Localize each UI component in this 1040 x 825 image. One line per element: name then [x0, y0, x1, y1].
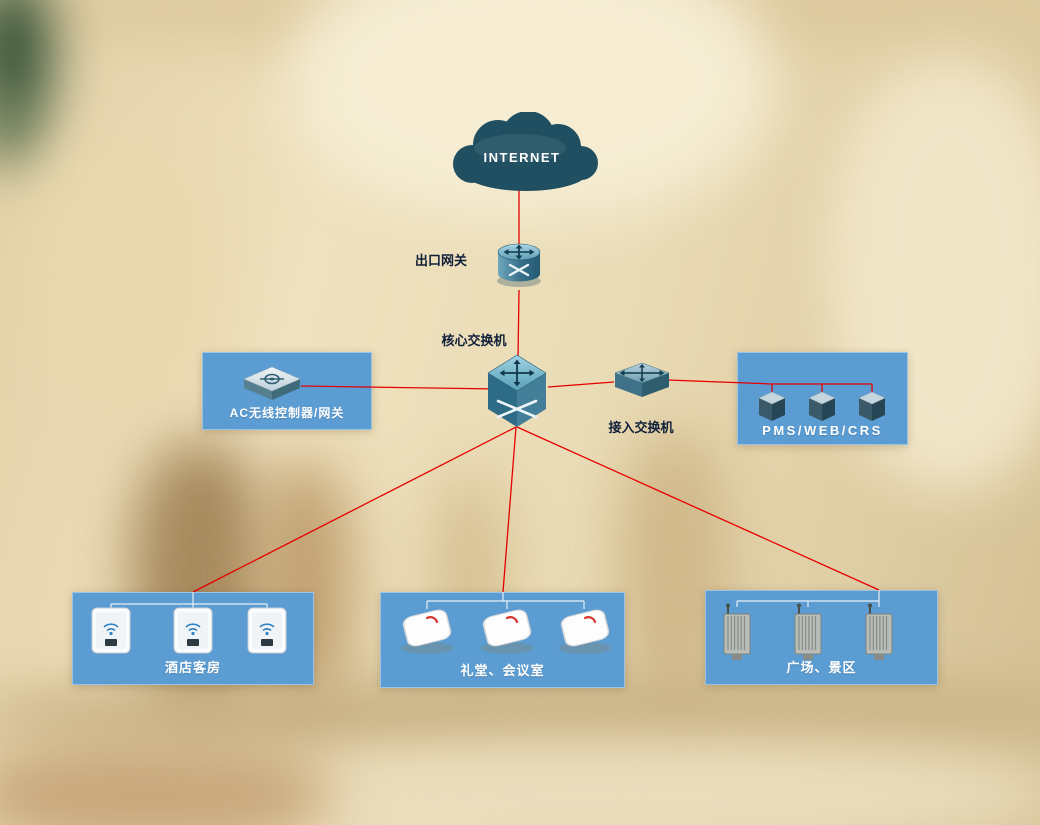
server-icon [808, 391, 836, 421]
router-icon [497, 243, 541, 287]
server-icon [758, 391, 786, 421]
access-switch-icon [614, 362, 670, 397]
background-blob [0, 95, 30, 165]
background-blob [40, 150, 220, 410]
wall-ap-icon [173, 607, 213, 654]
outdoor-ap-icon [794, 603, 822, 660]
access-switch-label: 接入交换机 [608, 420, 674, 435]
servers-label: PMS/WEB/CRS [762, 423, 883, 438]
ac-controller-label: AC无线控制器/网关 [229, 406, 345, 420]
ceiling-ap-icon [481, 609, 533, 654]
zone-box-ac-controller: AC无线控制器/网关 [202, 352, 372, 430]
zone-rooms-label: 酒店客房 [164, 660, 221, 675]
background-blob [300, 745, 1040, 825]
core-switch-label: 核心交换机 [441, 333, 507, 348]
background-blob [0, 740, 330, 825]
gateway-label: 出口网关 [414, 253, 467, 268]
ceiling-ap-icon [401, 609, 453, 654]
background-blob [0, 680, 1040, 750]
internet-label: INTERNET [484, 150, 561, 165]
server-icon [858, 391, 886, 421]
outdoor-ap-icon [865, 603, 893, 660]
zone-hall-label: 礼堂、会议室 [460, 663, 545, 678]
ceiling-ap-icon [559, 609, 611, 654]
zone-plaza-label: 广场、景区 [786, 660, 857, 675]
wall-ap-icon [247, 607, 287, 654]
core-switch-icon [487, 354, 547, 427]
internet-cloud-icon: INTERNET [453, 112, 598, 191]
outdoor-ap-icon [723, 603, 751, 660]
wall-ap-icon [91, 607, 131, 654]
ac-controller-icon [243, 366, 301, 400]
